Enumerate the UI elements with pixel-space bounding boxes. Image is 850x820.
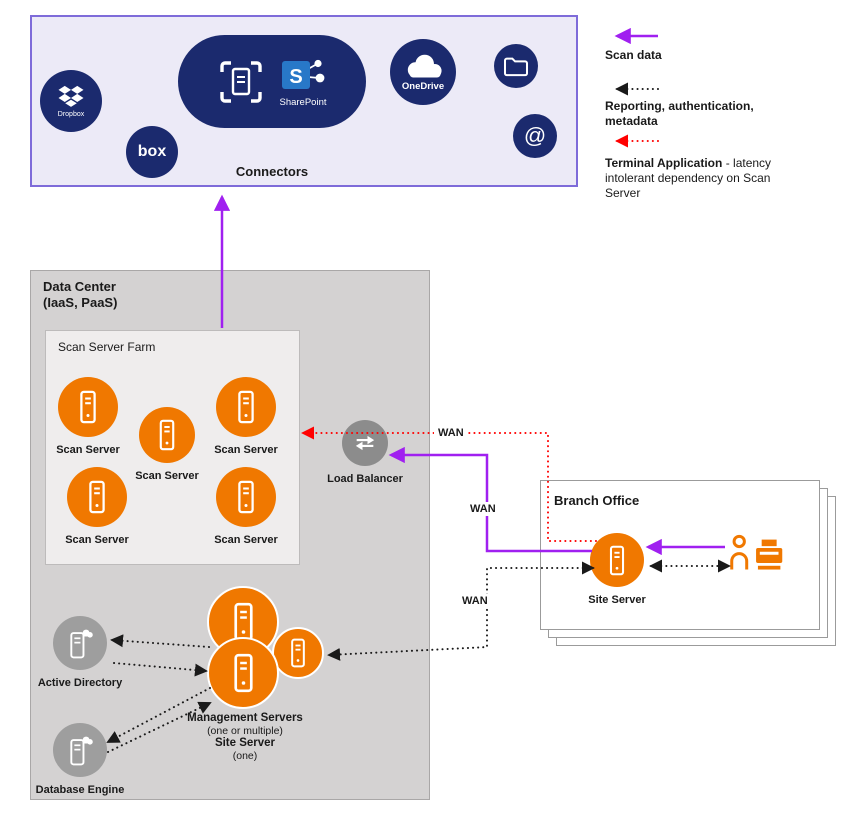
dropbox-icon: Dropbox (40, 70, 102, 132)
scan-server-label: Scan Server (214, 444, 278, 456)
legend-terminal-rest: - latency intolerant dependency on Scan … (605, 156, 772, 200)
scan-server-label: Scan Server (56, 444, 120, 456)
box-icon: box (126, 126, 178, 178)
server-icon (139, 407, 195, 463)
load-balancer-label: Load Balancer (327, 473, 403, 485)
sharepoint-icon: S (281, 59, 325, 89)
wan-label-1: WAN (434, 426, 468, 440)
management-line3: Site Server (214, 737, 276, 749)
scan-server-node-1: Scan Server (33, 377, 143, 457)
legend-reporting: Reporting, authentication, metadata (605, 99, 754, 128)
dropbox-glyph (58, 85, 84, 107)
management-server-icon-3 (272, 627, 324, 679)
management-servers-label: Management Servers (one or multiple) Sit… (143, 712, 347, 762)
sharepoint-label: SharePoint (279, 97, 327, 108)
sharepoint-s: S (289, 66, 302, 88)
folder-icon (494, 44, 538, 88)
server-icon (216, 467, 276, 527)
connectors-box: Dropbox box (30, 15, 578, 187)
server-icon (67, 467, 127, 527)
database-engine-node: Database Engine (25, 723, 135, 797)
sharepoint-connector-pill: S SharePoint (178, 35, 366, 128)
email-at-icon: @ (513, 114, 557, 158)
active-directory-node: Active Directory (25, 616, 135, 690)
load-balancer-node: Load Balancer (310, 420, 420, 486)
management-server-icon-2 (207, 637, 279, 709)
database-engine-label: Database Engine (35, 784, 125, 796)
server-icon (216, 377, 276, 437)
scan-document-icon (220, 60, 263, 103)
box-label: box (137, 143, 167, 160)
management-line1: Management Servers (187, 712, 303, 724)
scan-server-node-2: Scan Server (112, 407, 222, 483)
terminal-user-mfp-icon (728, 532, 786, 584)
wan-label-3: WAN (458, 594, 492, 608)
onedrive-label: OneDrive (401, 80, 445, 92)
load-balancer-icon (342, 420, 388, 466)
data-center-title-line2: (IaaS, PaaS) (43, 295, 118, 310)
database-engine-icon (53, 723, 107, 777)
data-center-title-line1: Data Center (43, 279, 116, 294)
active-directory-label: Active Directory (37, 677, 123, 689)
data-center-title: Data Center (IaaS, PaaS) (43, 279, 117, 311)
connectors-title: Connectors (235, 164, 309, 179)
cloud-glyph (407, 54, 442, 77)
site-server-label: Site Server (588, 594, 646, 606)
site-server-node: Site Server (562, 533, 672, 607)
wan-label-2: WAN (466, 502, 500, 516)
server-icon (590, 533, 644, 587)
scan-server-node-3: Scan Server (191, 377, 301, 457)
scan-server-farm-title: Scan Server Farm (58, 340, 156, 354)
scan-server-label: Scan Server (65, 534, 129, 546)
dropbox-label: Dropbox (57, 110, 85, 118)
legend-terminal-bold: Terminal Application (605, 156, 723, 170)
server-icon (58, 377, 118, 437)
sharepoint-logo-group: S SharePoint (279, 55, 327, 108)
folder-glyph (503, 57, 529, 77)
active-directory-icon (53, 616, 107, 670)
legend-scan-data: Scan data (605, 48, 662, 62)
scan-server-label: Scan Server (214, 534, 278, 546)
branch-office-title: Branch Office (554, 493, 640, 508)
onedrive-icon: OneDrive (390, 39, 456, 105)
at-symbol: @ (523, 123, 547, 148)
scan-server-node-5: Scan Server (191, 467, 301, 547)
scan-server-label: Scan Server (135, 470, 199, 482)
management-line4: (one) (232, 750, 258, 762)
scan-server-node-4: Scan Server (42, 467, 152, 547)
management-line2: (one or multiple) (207, 725, 283, 737)
legend-terminal: Terminal Application - latency intoleran… (605, 156, 805, 201)
